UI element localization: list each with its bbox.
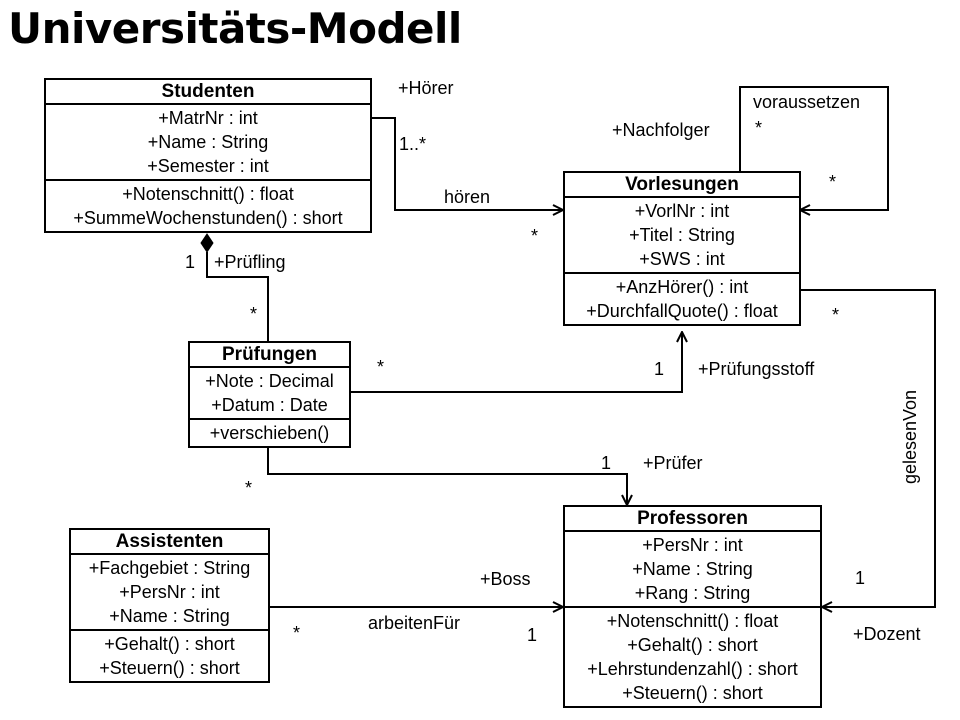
association-name-hoeren: hören — [444, 187, 491, 207]
attribute: +Titel : String — [629, 225, 735, 245]
association-gelesenvon-line — [800, 289, 936, 607]
attribute: +Fachgebiet : String — [88, 558, 251, 578]
class-studenten[interactable]: Studenten +MatrNr : int +Name : String +… — [44, 78, 372, 233]
class-pruefungen-attributes: +Note : Decimal +Datum : Date — [190, 368, 349, 418]
operation: +Gehalt() : short — [627, 635, 758, 655]
operation: +Steuern() : short — [99, 658, 240, 678]
operation: +DurchfallQuote() : float — [586, 301, 778, 321]
multiplicity-gelesenvon-lecture: * — [832, 305, 840, 325]
multiplicity-voraussetzen-source: * — [755, 118, 763, 138]
attribute: +PersNr : int — [642, 535, 743, 555]
association-name-arbeitenfuer: arbeitenFür — [368, 613, 461, 633]
class-studenten-operations: +Notenschnitt() : float +SummeWochenstun… — [46, 179, 370, 231]
class-assistenten-attributes: +Fachgebiet : String +PersNr : int +Name… — [71, 555, 268, 629]
class-assistenten[interactable]: Assistenten +Fachgebiet : String +PersNr… — [69, 528, 270, 683]
association-voraussetzen-line — [739, 86, 889, 210]
attribute: +VorlNr : int — [634, 201, 730, 221]
role-label-pruefungsstoff: +Prüfungsstoff — [698, 359, 815, 379]
multiplicity-voraussetzen-target: * — [829, 172, 837, 192]
attribute: +Name : String — [632, 559, 753, 579]
class-professoren-name: Professoren — [565, 507, 820, 532]
association-pruefling-line — [206, 252, 269, 341]
association-hoeren-line — [371, 117, 563, 210]
multiplicity-hoeren-source: 1..* — [399, 134, 427, 154]
association-pruefungsstoff-line — [350, 332, 682, 393]
multiplicity-pruefer-exam: * — [245, 478, 253, 498]
attribute: +Name : String — [147, 132, 269, 152]
role-label-nachfolger: +Nachfolger — [612, 120, 710, 140]
class-studenten-attributes: +MatrNr : int +Name : String +Semester :… — [46, 105, 370, 179]
attribute: +Semester : int — [147, 156, 269, 176]
operation: +AnzHörer() : int — [615, 277, 749, 297]
class-vorlesungen[interactable]: Vorlesungen +VorlNr : int +Titel : Strin… — [563, 171, 801, 326]
class-assistenten-operations: +Gehalt() : short +Steuern() : short — [71, 629, 268, 681]
operation: +Lehrstundenzahl() : short — [587, 659, 798, 679]
attribute: +SWS : int — [639, 249, 725, 269]
class-professoren-attributes: +PersNr : int +Name : String +Rang : Str… — [565, 532, 820, 606]
association-pruefer-line — [267, 448, 627, 505]
class-studenten-name: Studenten — [46, 80, 370, 105]
multiplicity-gelesenvon-professor: 1 — [855, 568, 866, 588]
class-pruefungen[interactable]: Prüfungen +Note : Decimal +Datum : Date … — [188, 341, 351, 448]
class-assistenten-name: Assistenten — [71, 530, 268, 555]
attribute: +Name : String — [109, 606, 230, 626]
multiplicity-pruefungsstoff-exam: * — [377, 357, 385, 377]
attribute: +MatrNr : int — [158, 108, 258, 128]
attribute: +Datum : Date — [211, 395, 328, 415]
association-name-voraussetzen: voraussetzen — [753, 92, 861, 112]
class-professoren-operations: +Notenschnitt() : float +Gehalt() : shor… — [565, 606, 820, 706]
multiplicity-pruefling-student: 1 — [185, 252, 196, 272]
operation: +Gehalt() : short — [104, 634, 235, 654]
class-professoren[interactable]: Professoren +PersNr : int +Name : String… — [563, 505, 822, 708]
class-vorlesungen-name: Vorlesungen — [565, 173, 799, 198]
role-label-hoerer: +Hörer — [398, 78, 454, 98]
association-name-gelesenvon: gelesenVon — [900, 389, 921, 485]
multiplicity-hoeren-target: * — [531, 226, 539, 246]
class-pruefungen-operations: +verschieben() — [190, 418, 349, 446]
composition-diamond-icon — [200, 233, 214, 253]
role-label-pruefer: +Prüfer — [643, 453, 703, 473]
page-title: Universitäts-Modell — [8, 4, 462, 53]
operation: +Steuern() : short — [622, 683, 763, 703]
operation: +verschieben() — [209, 423, 330, 443]
attribute: +Note : Decimal — [205, 371, 334, 391]
role-label-boss: +Boss — [480, 569, 531, 589]
multiplicity-pruefling-exam: * — [250, 304, 258, 324]
role-label-pruefling: +Prüfling — [214, 252, 286, 272]
multiplicity-arbeitenfuer-assistant: * — [293, 623, 301, 643]
operation: +Notenschnitt() : float — [122, 184, 294, 204]
operation: +Notenschnitt() : float — [606, 611, 779, 631]
operation: +SummeWochenstunden() : short — [73, 208, 343, 228]
class-pruefungen-name: Prüfungen — [190, 343, 349, 368]
multiplicity-pruefer-professor: 1 — [601, 453, 612, 473]
class-vorlesungen-operations: +AnzHörer() : int +DurchfallQuote() : fl… — [565, 272, 799, 324]
multiplicity-arbeitenfuer-professor: 1 — [527, 625, 538, 645]
attribute: +PersNr : int — [119, 582, 220, 602]
role-label-dozent: +Dozent — [853, 624, 921, 644]
attribute: +Rang : String — [634, 583, 751, 603]
class-vorlesungen-attributes: +VorlNr : int +Titel : String +SWS : int — [565, 198, 799, 272]
multiplicity-pruefungsstoff-lecture: 1 — [654, 359, 665, 379]
